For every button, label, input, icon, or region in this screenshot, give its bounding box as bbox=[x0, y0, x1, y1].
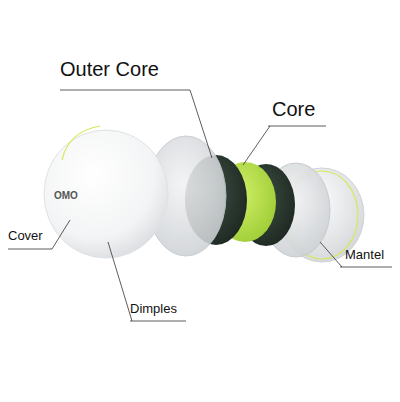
part-label: Mantel bbox=[345, 248, 384, 263]
brand-logo: OMO bbox=[54, 190, 78, 202]
leader-line bbox=[320, 242, 392, 267]
leader-line bbox=[108, 242, 186, 321]
cover-outline bbox=[62, 126, 100, 160]
leader-line bbox=[60, 90, 212, 158]
cover-layer bbox=[44, 130, 168, 258]
part-label: Outer Core bbox=[60, 58, 159, 81]
part-label: Cover bbox=[8, 229, 43, 244]
leader-line bbox=[8, 220, 70, 249]
part-label: Core bbox=[272, 98, 315, 121]
part-label: Dimples bbox=[130, 302, 177, 317]
leader-line bbox=[243, 126, 326, 165]
